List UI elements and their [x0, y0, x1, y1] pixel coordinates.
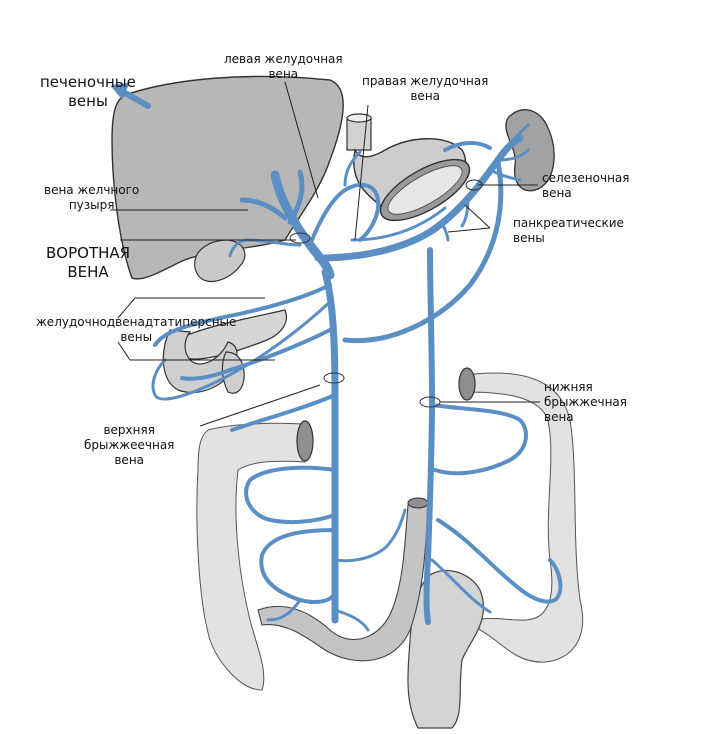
- label-portal-vein: ВОРОТНАЯ ВЕНА: [46, 244, 131, 281]
- label-left-gastric-vein: левая желудочная вена: [224, 52, 343, 81]
- pancreatic-vein-1: [460, 196, 470, 228]
- small-intestine-cut: [407, 497, 429, 509]
- descending-colon: [464, 372, 584, 663]
- label-hepatic-veins: печеночные вены: [40, 73, 136, 110]
- ileal-vein-3: [266, 598, 302, 622]
- leader-pancreatic-2: [447, 227, 491, 233]
- label-superior-mesenteric-vein: верхняя брыжжеечная вена: [84, 423, 175, 467]
- gastroduodenal-vein-upper: [153, 283, 332, 347]
- leader-pancreatic: [464, 204, 491, 229]
- ring-superior-mesenteric: [323, 372, 345, 384]
- label-gastroduodenal-veins: желудочнодвенадтатиперсные вены: [36, 315, 237, 344]
- leader-gastroduodenal-b: [117, 297, 136, 319]
- small-intestine-segment: [257, 504, 429, 662]
- splenic-branch-2: [503, 123, 530, 154]
- ring-portal-vein: [289, 232, 311, 244]
- label-inferior-mesenteric-vein: нижняя брыжжечная вена: [544, 380, 628, 424]
- left-gastric-vein: [310, 182, 381, 242]
- sigmoid-vein-2: [430, 558, 492, 614]
- esophagus-opening: [346, 113, 372, 123]
- splenic-branch-1: [496, 148, 530, 162]
- transverse-colon-cut-left: [296, 420, 314, 462]
- splenic-to-pancreas-arc: [342, 159, 504, 344]
- gastroduodenal-vein-lower: [180, 328, 332, 381]
- pancreatic-vein-2: [440, 220, 450, 242]
- transverse-colon-cut-right: [458, 367, 476, 401]
- label-gallbladder-vein: вена желчного пузыря: [44, 183, 140, 212]
- label-right-gastric-vein: правая желудочная вена: [362, 74, 489, 103]
- ileocolic-vein: [259, 528, 337, 604]
- stomach-cut-inner: [387, 165, 463, 215]
- pancreaticoduodenal-arc: [151, 298, 334, 401]
- sigmoid-vein: [436, 518, 563, 604]
- left-colic-vein: [430, 403, 528, 476]
- label-pancreatic-veins: панкреатические вены: [513, 216, 624, 245]
- right-colic-vein: [244, 465, 337, 525]
- portal-branch-left: [239, 197, 288, 221]
- leader-gastroduodenal-c: [117, 341, 131, 361]
- superior-mesenteric-vein: [321, 268, 339, 624]
- spleen: [505, 109, 555, 192]
- ileal-vein-1: [333, 508, 407, 563]
- liver: [111, 75, 344, 280]
- portal-vein-trunk: [270, 170, 335, 280]
- leader-superior-mesenteric: [199, 384, 321, 427]
- ascending-colon: [196, 422, 306, 691]
- ileal-vein-2: [333, 608, 370, 632]
- leader-left-gastric: [284, 81, 319, 199]
- portal-branch-up: [287, 169, 305, 225]
- right-gastric-vein: [350, 206, 447, 242]
- leader-right-gastric: [354, 104, 369, 241]
- splenic-branch-3: [488, 168, 522, 182]
- middle-colic-vein: [230, 393, 337, 432]
- inferior-mesenteric-vein: [423, 247, 435, 625]
- gastroepiploic-vein: [443, 141, 492, 152]
- label-splenic-vein: селезеночная вена: [542, 171, 630, 200]
- hepatic-vein-arrowhead: [111, 83, 129, 99]
- esophagus: [346, 117, 372, 151]
- left-gastric-branch: [343, 150, 362, 187]
